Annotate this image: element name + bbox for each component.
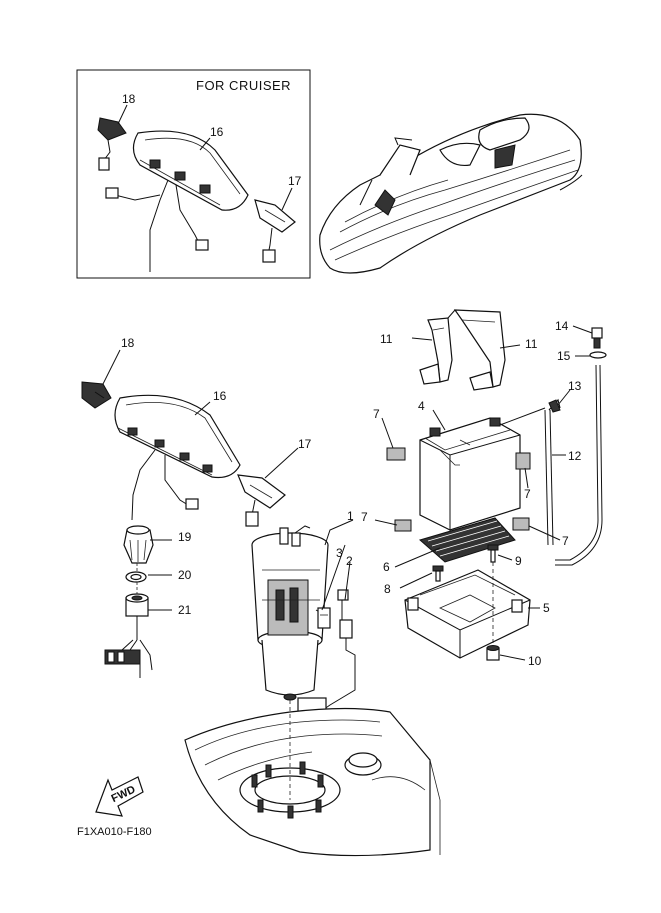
- part-21-collar: [125, 593, 149, 617]
- callout-2: 2: [346, 554, 353, 568]
- callout-13: 13: [568, 379, 582, 393]
- callout-8: 8: [384, 582, 391, 596]
- battery-mat: [418, 517, 516, 563]
- part-14-breather-valve: [591, 327, 603, 349]
- inset-part-17: [254, 199, 296, 263]
- callout-9: 9: [515, 554, 522, 568]
- callout-15: 15: [557, 349, 571, 363]
- battery-box: [404, 569, 531, 659]
- part-20-washer: [125, 571, 147, 583]
- callout-labels: 1 2 3 4 5 6 7 7 7 7 8 9 10 11 11 12 13 1…: [121, 319, 582, 668]
- callout-11-right: 11: [525, 337, 538, 351]
- callout-1: 1: [347, 509, 354, 523]
- callout-20: 20: [178, 568, 192, 582]
- bolt-9: [487, 544, 499, 563]
- battery: [419, 407, 546, 531]
- wire-harness-connector: [104, 639, 153, 678]
- hull-fuel-tank: [184, 707, 441, 857]
- pad-7b: [515, 452, 531, 470]
- inset-label-17: 17: [288, 174, 302, 188]
- inset-meter-assembly: [105, 130, 249, 272]
- part-19-grommet: [123, 525, 154, 564]
- callout-17: 17: [298, 437, 312, 451]
- callout-12: 12: [568, 449, 582, 463]
- vent-hose: [544, 364, 603, 566]
- callout-16: 16: [213, 389, 227, 403]
- part-3-connector: [317, 607, 331, 629]
- cruiser-inset: FOR CRUISER: [76, 69, 311, 279]
- callout-10: 10: [528, 654, 542, 668]
- callout-18: 18: [121, 336, 135, 350]
- battery-strap: [419, 309, 506, 391]
- tank-bolts: [251, 761, 324, 819]
- part-18-bracket: [81, 381, 112, 409]
- nut-10: [486, 645, 500, 661]
- part-2-connector: [319, 589, 356, 713]
- callout-5: 5: [543, 601, 550, 615]
- part-13-clip: [548, 399, 561, 413]
- inset-title: FOR CRUISER: [196, 78, 291, 93]
- callout-7-left: 7: [361, 510, 368, 524]
- fuel-pump-unit: [251, 525, 331, 701]
- callout-21: 21: [178, 603, 192, 617]
- inset-part-18: [97, 117, 127, 171]
- callout-6: 6: [383, 560, 390, 574]
- watercraft-illustration: [319, 113, 583, 274]
- meter-assembly: [114, 394, 241, 521]
- part-17-sensor: [237, 474, 286, 527]
- pad-7d: [512, 517, 530, 531]
- diagram-code: F1XA010-F180: [77, 826, 152, 838]
- fwd-arrow-icon: FWD: [95, 776, 144, 817]
- callout-3: 3: [336, 546, 343, 560]
- pad-7c: [394, 519, 412, 532]
- pad-7a: [386, 447, 406, 461]
- callout-4: 4: [418, 399, 425, 413]
- callout-19: 19: [178, 530, 192, 544]
- callout-14: 14: [555, 319, 569, 333]
- callout-7-bottom: 7: [562, 534, 569, 548]
- callout-7-right: 7: [524, 487, 531, 501]
- part-15-washer: [589, 351, 607, 359]
- callout-11-left: 11: [380, 332, 393, 346]
- bolt-8: [432, 565, 444, 582]
- inset-label-16: 16: [210, 125, 224, 139]
- callout-7-top: 7: [373, 407, 380, 421]
- inset-label-18: 18: [122, 92, 136, 106]
- leader-lines: [102, 325, 593, 661]
